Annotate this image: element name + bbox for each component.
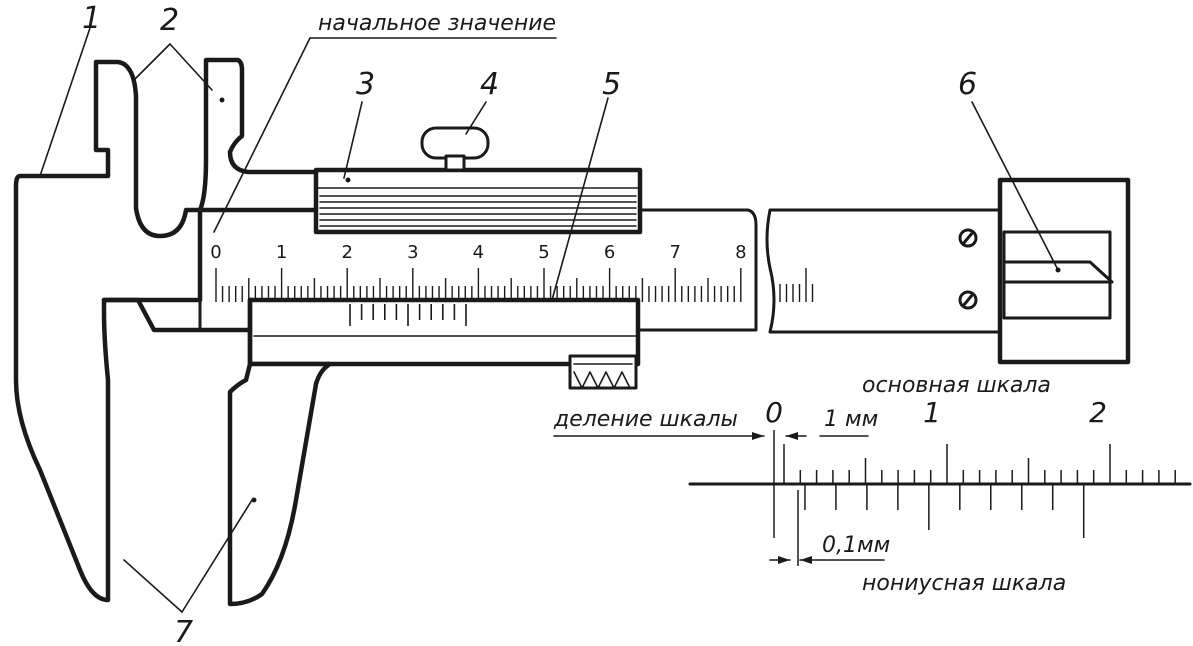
detail-scale-tick-label: 0 xyxy=(765,396,783,429)
part-label-4: 4 xyxy=(480,67,499,102)
main-scale-tick-label: 3 xyxy=(407,242,418,263)
detail-main-scale-ticks xyxy=(783,444,1176,484)
vernier-scale-label: нониусная шкала xyxy=(862,571,1066,596)
clamp-screw xyxy=(420,126,490,172)
part-label-3: 3 xyxy=(356,67,375,102)
part-label-2: 2 xyxy=(160,3,179,38)
initial-value-label: начальное значение xyxy=(318,11,556,36)
detail-vernier-scale-ticks xyxy=(773,430,1085,566)
detail-scale-labels: 0 1 2 xyxy=(765,396,1107,429)
main-scale-tick-label: 6 xyxy=(604,242,615,263)
one-mm-label: 1 мм xyxy=(824,407,878,432)
detail-scale-diagram: 0 1 2 xyxy=(553,396,1192,566)
main-scale-ticks xyxy=(215,268,742,302)
tenth-mm-label: 0,1мм xyxy=(822,533,890,558)
main-scale-tick-label: 8 xyxy=(735,242,746,263)
upper-jaw-movable xyxy=(197,57,321,213)
main-scale-labels: 0 1 2 3 4 5 6 7 8 xyxy=(210,242,746,263)
main-scale-tick-label: 7 xyxy=(669,242,680,263)
vernier-ticks xyxy=(349,304,467,326)
slider-grip-lines xyxy=(319,195,637,227)
text-labels: 1 2 начальное значение 3 4 5 6 7 основна… xyxy=(82,1,1066,646)
scale-division-label: деление шкалы xyxy=(553,407,738,432)
fixed-jaw xyxy=(13,59,259,603)
detail-scale-tick-label: 1 xyxy=(923,396,941,429)
part-label-7: 7 xyxy=(174,615,193,646)
main-scale-tick-label: 2 xyxy=(341,242,352,263)
main-scale-tick-label: 5 xyxy=(538,242,549,263)
part-label-6: 6 xyxy=(958,67,977,102)
beam-end-ticks xyxy=(779,268,814,302)
detail-scale-tick-label: 2 xyxy=(1089,396,1107,429)
lower-movable-jaw xyxy=(227,297,333,607)
main-scale-tick-label: 0 xyxy=(210,242,221,263)
main-scale-tick-label: 1 xyxy=(276,242,287,263)
main-scale-label: основная шкала xyxy=(862,373,1051,398)
leader-lines xyxy=(39,27,1059,613)
depth-gauge-end xyxy=(958,177,1131,365)
main-scale-tick-label: 4 xyxy=(473,242,484,263)
part-label-5: 5 xyxy=(602,67,621,102)
part-label-1: 1 xyxy=(82,1,101,36)
